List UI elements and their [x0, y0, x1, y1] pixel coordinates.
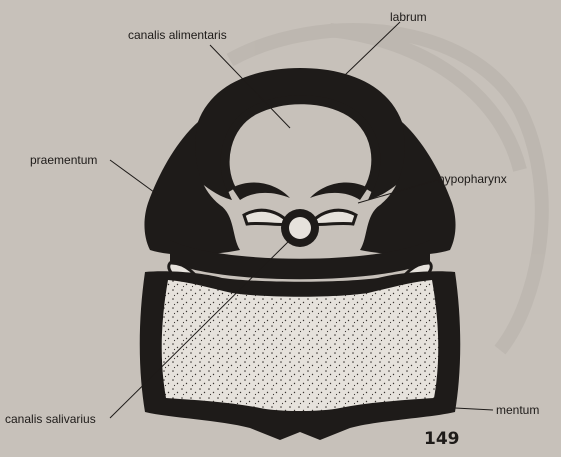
label-canalis-salivarius: canalis salivarius [5, 412, 96, 426]
mentum-stipple [162, 280, 439, 411]
label-labrum: labrum [390, 10, 427, 24]
labrum-curl-left [232, 183, 290, 200]
leader-praementum [110, 160, 158, 195]
figure-number: 149 [424, 429, 460, 449]
labrum-curl-right [310, 183, 368, 200]
label-praementum: praementum [30, 153, 97, 167]
leader-mentum [455, 408, 493, 410]
label-canalis-alimentaris: canalis alimentaris [128, 28, 227, 42]
label-mentum: mentum [496, 403, 539, 417]
canalis-salivarius-lumen [289, 217, 311, 239]
label-hypopharynx: hypopharynx [438, 172, 507, 186]
